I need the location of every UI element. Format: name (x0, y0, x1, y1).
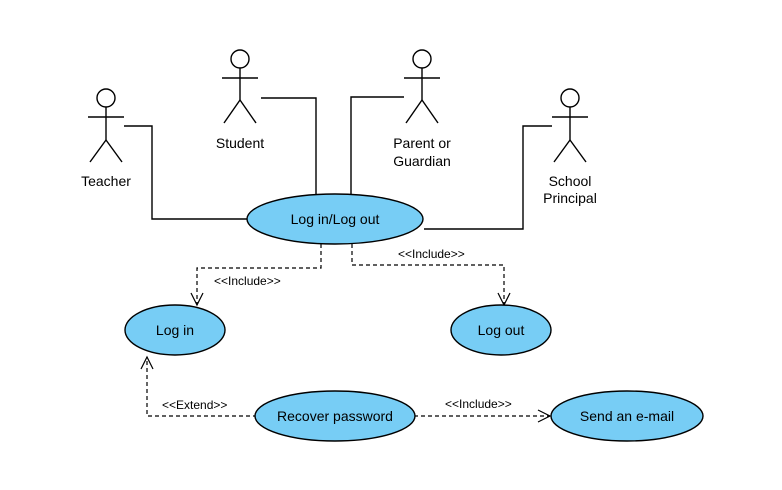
usecase-recover-password-shape (254, 390, 416, 442)
actor-student-label: Student (216, 135, 264, 151)
usecase-login-logout-shape (246, 193, 424, 245)
actor-student: Student (216, 49, 264, 151)
usecase-logout: Log out (450, 304, 552, 356)
include-login-line (196, 244, 322, 305)
actor-teacher-head (96, 88, 116, 108)
extend-recover-arrowhead (140, 355, 154, 370)
include-logout-line (351, 244, 505, 305)
usecase-send-email: Send an e-mail (550, 390, 704, 442)
usecase-login-label: Log in (156, 322, 194, 338)
actor-principal-head (560, 88, 580, 108)
usecase-send-email-label: Send an e-mail (580, 408, 674, 424)
include-login-label: <<Include>> (214, 274, 281, 288)
actor-principal-right-leg (569, 139, 587, 163)
actor-student-left-leg (223, 99, 241, 124)
usecase-login: Log in (124, 304, 226, 356)
usecase-send-email-shape (550, 390, 704, 442)
actor-student-right-leg (239, 99, 257, 124)
usecase-login-shape (124, 304, 226, 356)
usecase-recover-password: Recover password (254, 390, 416, 442)
actor-teacher-left-leg (89, 139, 107, 163)
actor-principal-label-line2: Principal (543, 190, 597, 206)
actor-parent-right-leg (421, 99, 439, 124)
extend-recover-label: <<Extend>> (162, 398, 227, 412)
include-logout-label: <<Include>> (398, 247, 465, 261)
association-student (261, 97, 317, 196)
actor-student-head (230, 49, 250, 69)
actor-principal-label-line1: School (549, 173, 592, 189)
actor-parent-label-line1: Parent or (393, 135, 451, 151)
usecase-logout-shape (450, 304, 552, 356)
extend-recover-line (146, 357, 257, 417)
usecase-logout-label: Log out (478, 322, 525, 338)
actor-school-principal: School Principal (543, 88, 597, 206)
association-teacher (124, 125, 250, 220)
include-email-label: <<Include>> (445, 397, 512, 411)
actor-parent-left-leg (405, 99, 423, 124)
actor-teacher-right-leg (105, 139, 123, 163)
actor-principal-left-leg (553, 139, 571, 163)
actor-parent-label-line2: Guardian (393, 153, 451, 169)
usecase-login-logout-label: Log in/Log out (291, 211, 380, 227)
actor-teacher-label: Teacher (81, 173, 131, 189)
actor-parent-head (412, 49, 432, 69)
association-parent (350, 96, 404, 196)
association-principal (424, 125, 552, 230)
usecase-login-logout: Log in/Log out (246, 193, 424, 245)
include-email-arrowhead (537, 409, 552, 423)
usecase-recover-password-label: Recover password (277, 408, 393, 424)
actor-teacher: Teacher (81, 88, 131, 189)
actor-parent-guardian: Parent or Guardian (393, 49, 451, 169)
include-login-arrowhead (190, 292, 204, 307)
